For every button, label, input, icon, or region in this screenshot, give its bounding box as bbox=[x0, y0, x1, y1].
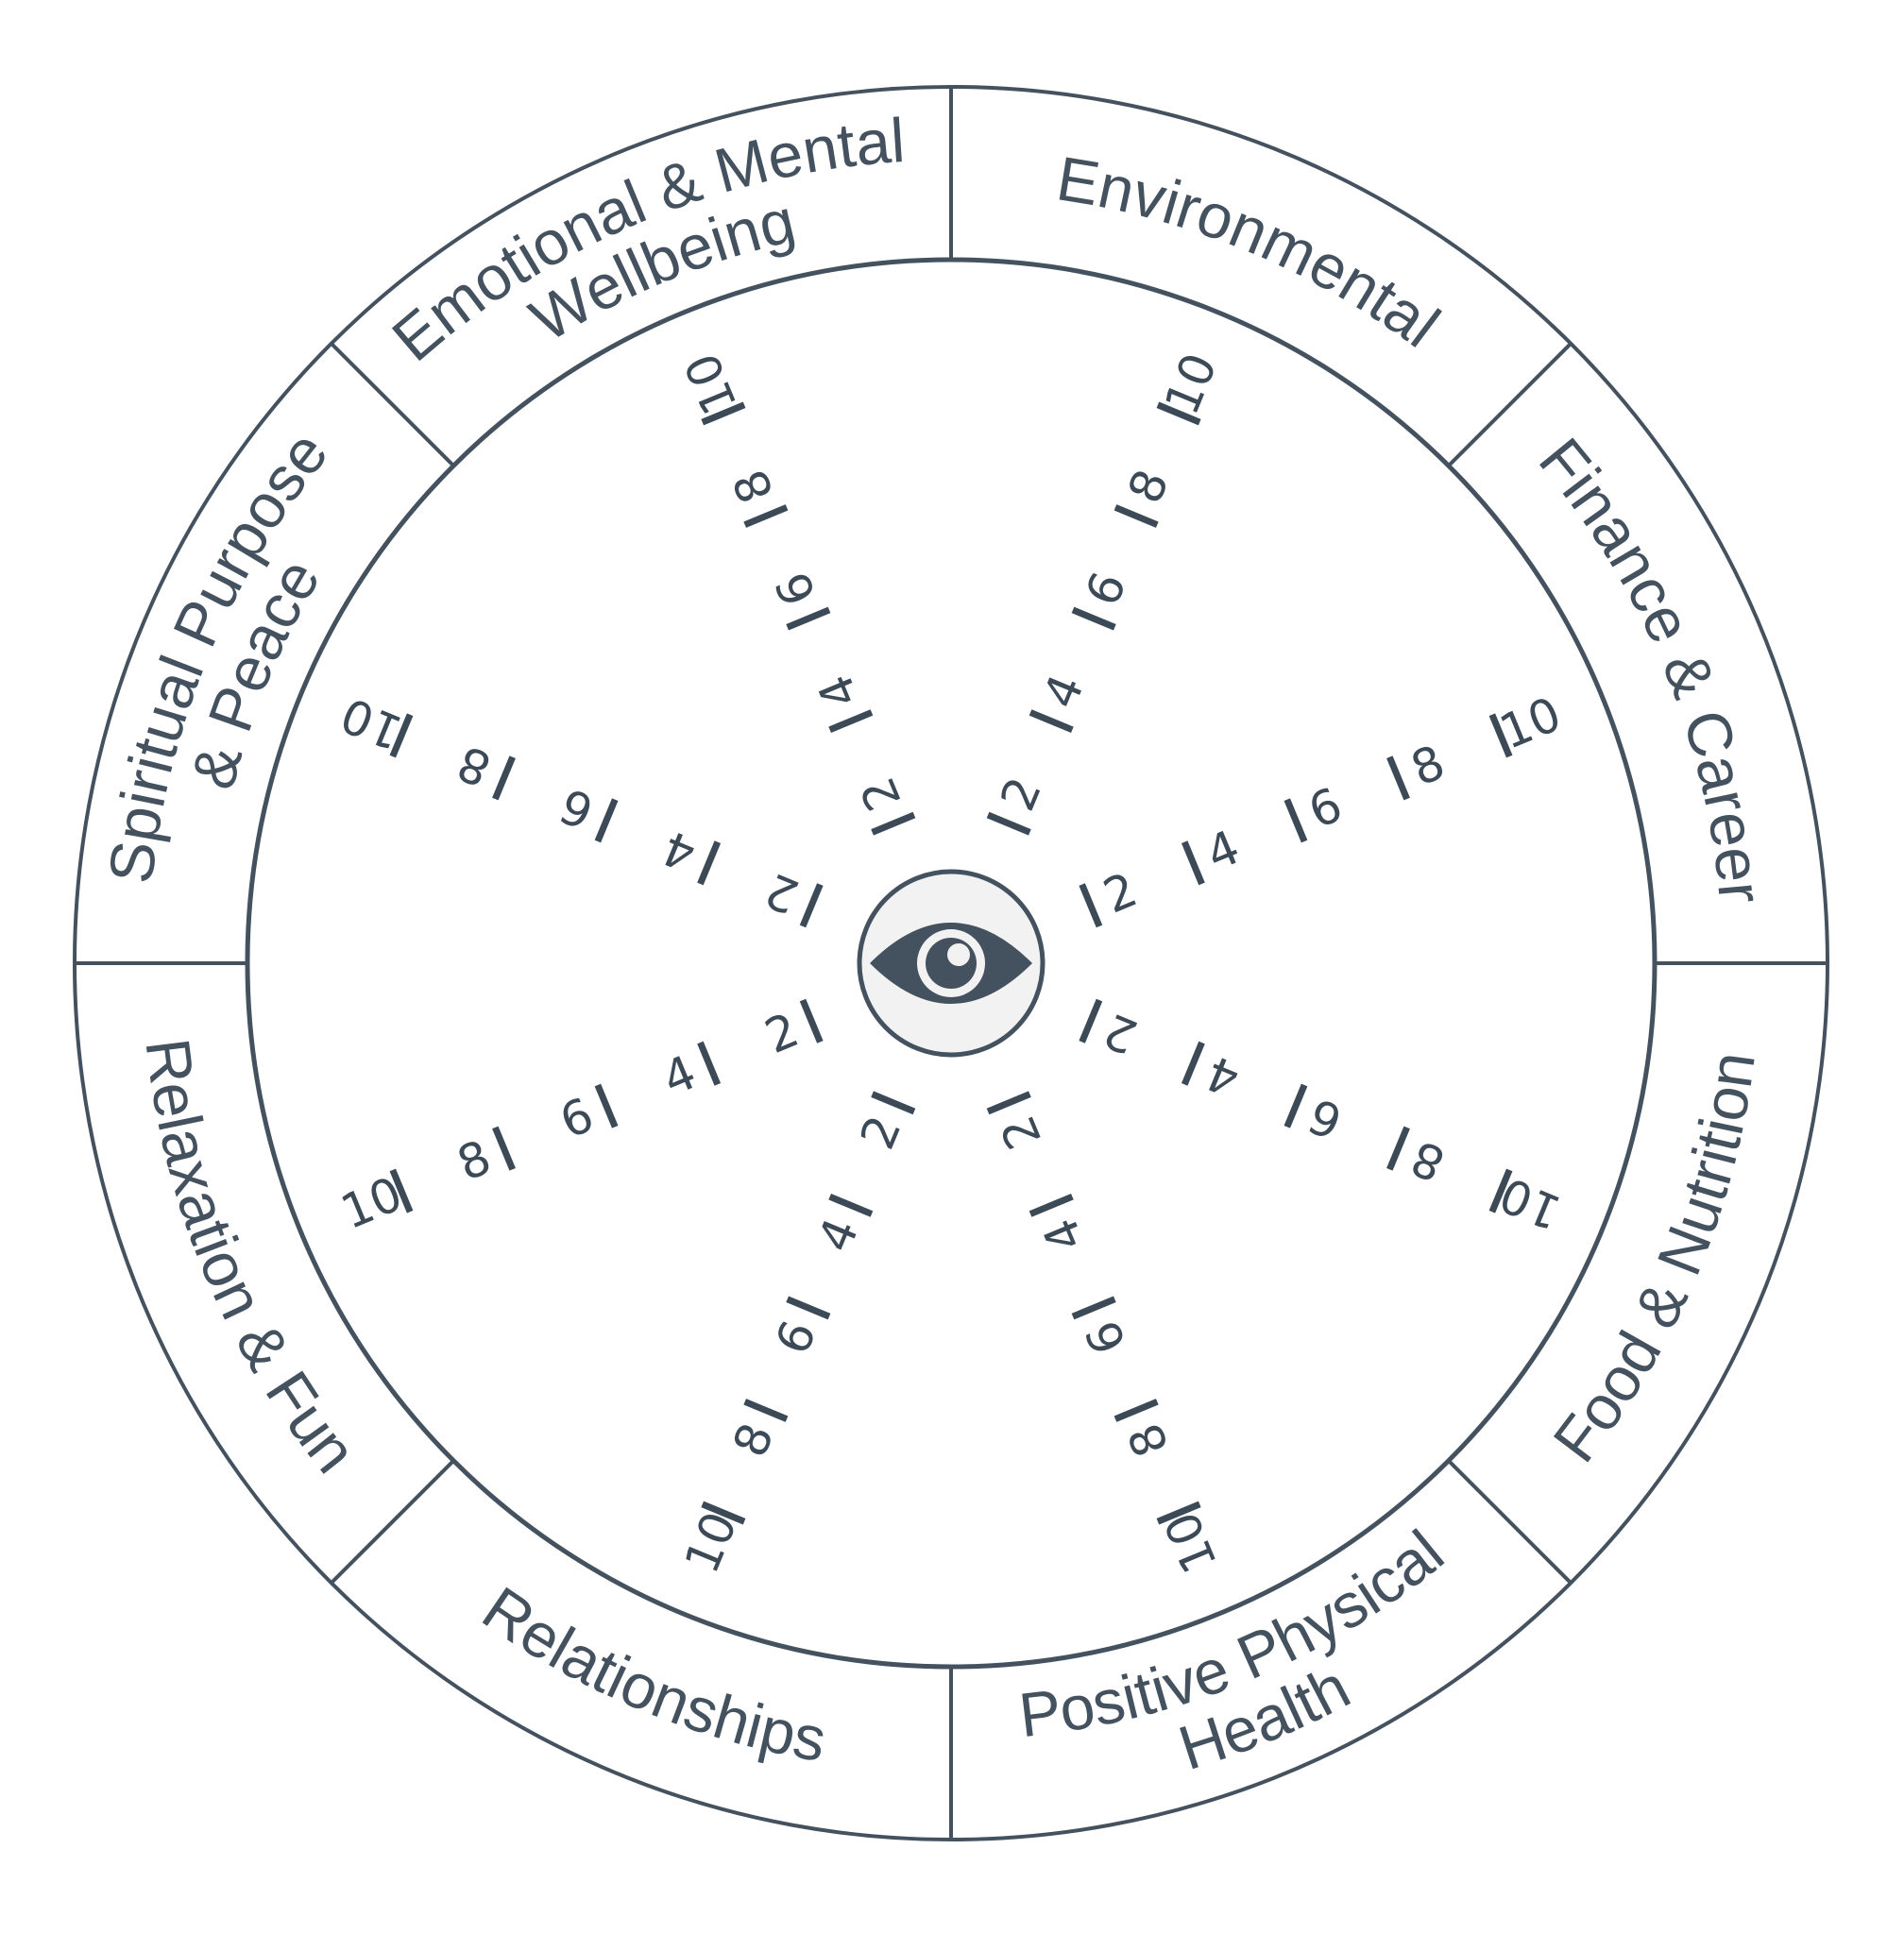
scale-tick bbox=[986, 1091, 1031, 1115]
scale-tick bbox=[1071, 1296, 1116, 1320]
eye-pupil bbox=[926, 938, 977, 989]
scale-tick bbox=[743, 504, 789, 528]
scale-tick bbox=[828, 709, 874, 734]
scale-tick bbox=[799, 883, 824, 928]
scale-tick bbox=[1386, 755, 1410, 801]
scale-tick bbox=[492, 1126, 516, 1171]
label-divider bbox=[1447, 342, 1572, 467]
scale-tick bbox=[1114, 504, 1159, 528]
scale-tick bbox=[1028, 709, 1074, 734]
scale-tick bbox=[389, 713, 414, 758]
scale-tick bbox=[701, 401, 746, 426]
center-hub bbox=[857, 869, 1046, 1058]
scale-tick bbox=[1284, 1083, 1308, 1128]
scale-tick bbox=[1181, 1041, 1205, 1086]
scale-tick bbox=[697, 1041, 722, 1086]
scale-tick bbox=[786, 606, 831, 631]
scale-tick bbox=[1028, 1193, 1074, 1217]
scale-tick bbox=[1488, 713, 1513, 758]
scale-tick bbox=[1156, 401, 1201, 426]
scale-tick bbox=[389, 1168, 414, 1213]
scale-tick bbox=[1079, 998, 1103, 1043]
scale-tick bbox=[492, 755, 516, 801]
scale-tick bbox=[701, 1501, 746, 1525]
scale-tick bbox=[1181, 840, 1205, 886]
scale-tick bbox=[871, 811, 916, 836]
eye-icon bbox=[870, 923, 1032, 1004]
segment-dividers bbox=[75, 87, 1828, 1840]
scale-tick bbox=[799, 998, 824, 1043]
scale-tick bbox=[1079, 883, 1103, 928]
scale-tick bbox=[697, 840, 722, 886]
scale-tick bbox=[1488, 1168, 1513, 1213]
scale-tick bbox=[828, 1193, 874, 1217]
label-divider bbox=[330, 342, 455, 467]
scale-tick bbox=[594, 798, 619, 843]
scale-tick bbox=[1071, 606, 1116, 631]
scale-tick bbox=[871, 1091, 916, 1115]
scale-tick bbox=[1156, 1501, 1201, 1525]
scale-tick bbox=[786, 1296, 831, 1320]
scale-tick bbox=[986, 811, 1031, 836]
eye-highlight bbox=[947, 943, 970, 966]
label-divider bbox=[330, 1459, 455, 1585]
scale-tick bbox=[1284, 798, 1308, 843]
scale-marks: 2468102468102468102468102468102468102468… bbox=[333, 346, 1569, 1581]
scale-tick bbox=[1386, 1126, 1410, 1171]
scale-tick bbox=[1114, 1399, 1159, 1422]
scale-tick bbox=[594, 1083, 619, 1128]
scale-tick bbox=[743, 1399, 789, 1422]
label-divider bbox=[1447, 1459, 1572, 1585]
